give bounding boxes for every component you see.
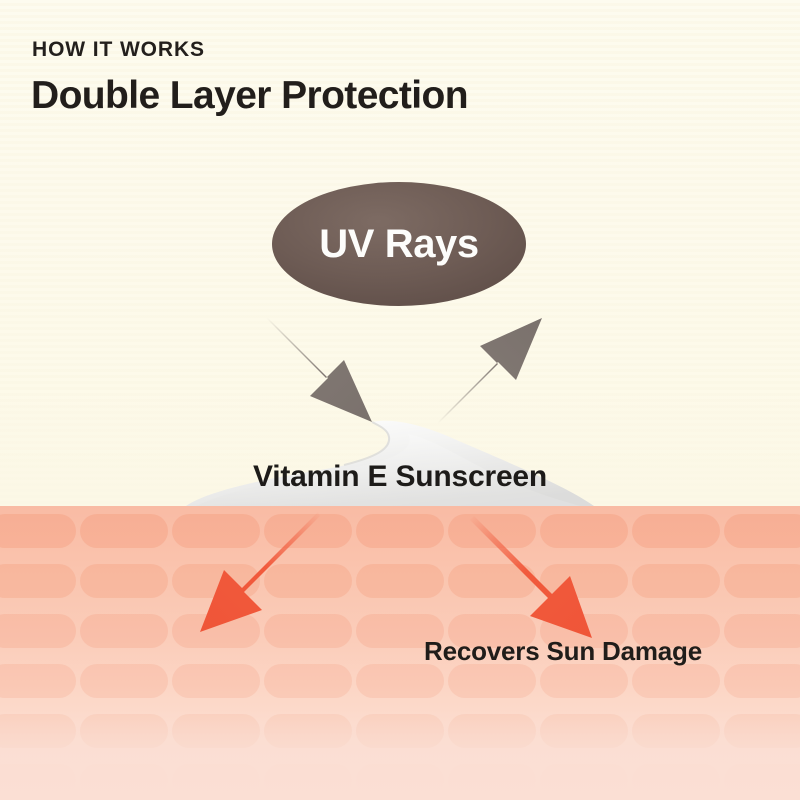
skin-cell xyxy=(80,614,168,648)
reflected-uv-arrow xyxy=(438,318,542,424)
page-title: Double Layer Protection xyxy=(31,74,469,117)
skin-cell xyxy=(264,664,352,698)
skin-cell xyxy=(264,614,352,648)
recovery-arrow-left xyxy=(200,512,320,632)
skin-cell xyxy=(80,664,168,698)
recovers-sun-damage-label: Recovers Sun Damage xyxy=(424,636,702,666)
sunscreen-label: Vitamin E Sunscreen xyxy=(252,460,548,493)
skin-cell xyxy=(632,664,720,698)
skin-cell xyxy=(540,514,628,548)
skin-cell xyxy=(724,664,800,698)
uv-rays-ellipse xyxy=(272,182,526,306)
incoming-uv-arrow xyxy=(266,318,372,422)
skin-cell xyxy=(264,514,352,548)
sunscreen-layer-shape xyxy=(186,420,594,506)
skin-cell xyxy=(448,614,536,648)
skin-layer xyxy=(0,506,800,800)
skin-cell xyxy=(356,564,444,598)
skin-cell xyxy=(80,564,168,598)
skin-cell xyxy=(264,564,352,598)
skin-cell xyxy=(632,514,720,548)
skin-cell xyxy=(172,514,260,548)
skin-cell xyxy=(172,664,260,698)
skin-cell xyxy=(724,514,800,548)
skin-bottom-fade xyxy=(0,710,800,800)
skin-cell xyxy=(632,614,720,648)
skin-cell xyxy=(632,564,720,598)
skin-cell xyxy=(356,614,444,648)
skin-cell xyxy=(0,564,76,598)
skin-cell xyxy=(540,664,628,698)
skin-cell xyxy=(0,664,76,698)
recovery-arrow-right xyxy=(470,516,592,638)
skin-cell xyxy=(724,614,800,648)
skin-cell xyxy=(448,514,536,548)
skin-cell xyxy=(356,664,444,698)
skin-cell xyxy=(356,514,444,548)
skin-cell xyxy=(724,564,800,598)
skin-cell xyxy=(0,514,76,548)
kicker-text: HOW IT WORKS xyxy=(32,38,205,61)
skin-cell xyxy=(80,514,168,548)
skin-cell xyxy=(448,664,536,698)
skin-cell xyxy=(0,614,76,648)
